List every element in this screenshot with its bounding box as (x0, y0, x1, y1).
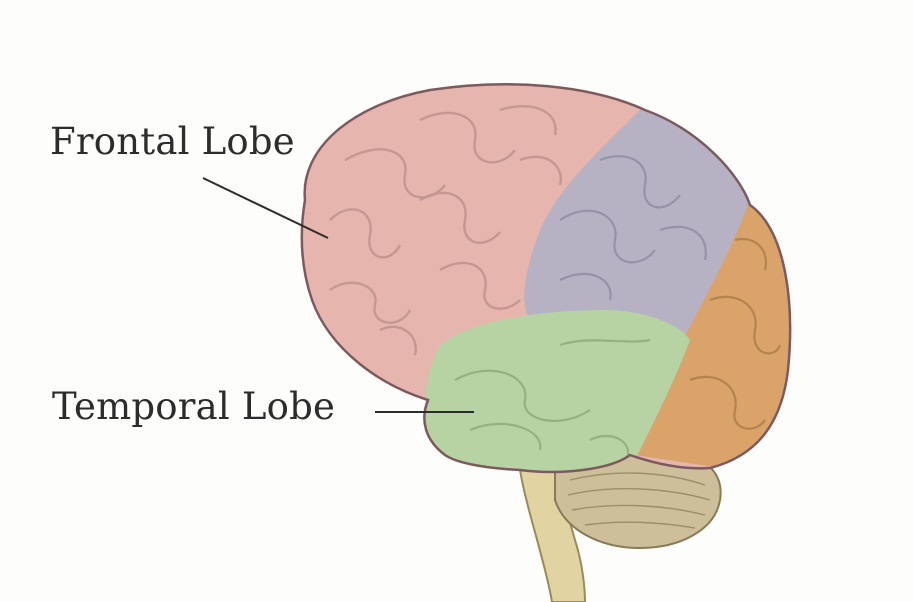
frontal-leader-line (202, 177, 329, 239)
temporal-gyri (454, 338, 651, 456)
brain-outline (300, 83, 792, 474)
temporal-lobe-label: Temporal Lobe (52, 385, 336, 428)
occipital-lobe (635, 180, 791, 472)
frontal-lobe-label: Frontal Lobe (50, 120, 295, 163)
parietal-gyri (559, 155, 707, 301)
temporal-lobe (424, 310, 690, 472)
occipital-gyri (689, 237, 782, 430)
frontal-gyri (329, 105, 562, 356)
cerebellum-folds (567, 472, 711, 529)
